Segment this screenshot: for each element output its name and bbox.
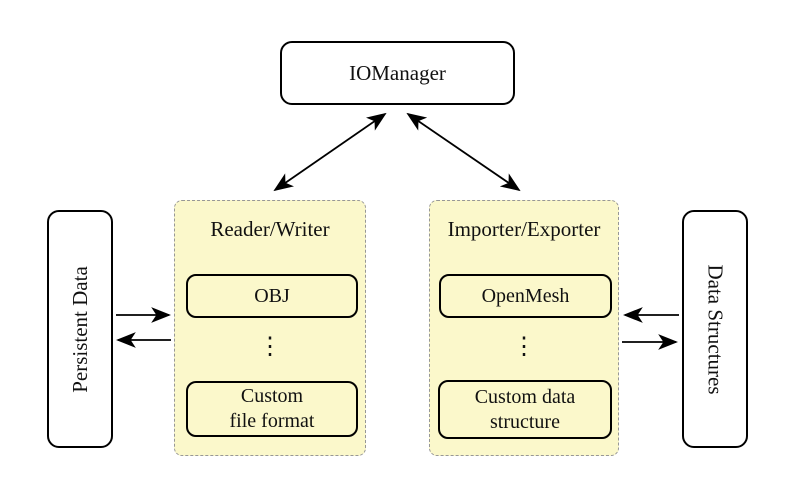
node-obj-label: OBJ — [254, 284, 290, 307]
ellipsis-importer-exporter: ⋮ — [512, 334, 536, 360]
node-custom-file-format-line1: Custom — [240, 385, 304, 407]
group-reader-writer: Reader/Writer OBJ ⋮ Custom file format — [174, 200, 366, 456]
node-persistent-data-label: Persistent Data — [67, 265, 92, 393]
node-iomanager-label: IOManager — [349, 60, 446, 85]
node-openmesh: OpenMesh — [439, 274, 612, 318]
node-data-structures-label: Data Structures — [703, 263, 728, 395]
group-reader-writer-title: Reader/Writer — [210, 217, 330, 241]
group-importer-exporter-title: Importer/Exporter — [447, 217, 601, 241]
node-custom-file-format-line2: file format — [229, 410, 315, 432]
node-obj: OBJ — [186, 274, 358, 318]
ellipsis-reader-writer: ⋮ — [258, 334, 282, 360]
node-custom-file-format: Custom file format — [186, 381, 358, 437]
node-custom-data-structure-line1: Custom data — [474, 385, 576, 408]
node-persistent-data: Persistent Data — [47, 210, 113, 448]
node-data-structures: Data Structures — [682, 210, 748, 448]
arrow-iomanager-readerwriter — [273, 112, 387, 192]
group-importer-exporter: Importer/Exporter OpenMesh ⋮ Custom data… — [429, 200, 619, 456]
node-openmesh-label: OpenMesh — [481, 284, 570, 307]
node-custom-data-structure: Custom data structure — [438, 380, 612, 439]
arrow-iomanager-importerexporter — [406, 112, 521, 192]
node-custom-data-structure-line2: structure — [490, 410, 560, 433]
node-iomanager: IOManager — [280, 41, 515, 105]
